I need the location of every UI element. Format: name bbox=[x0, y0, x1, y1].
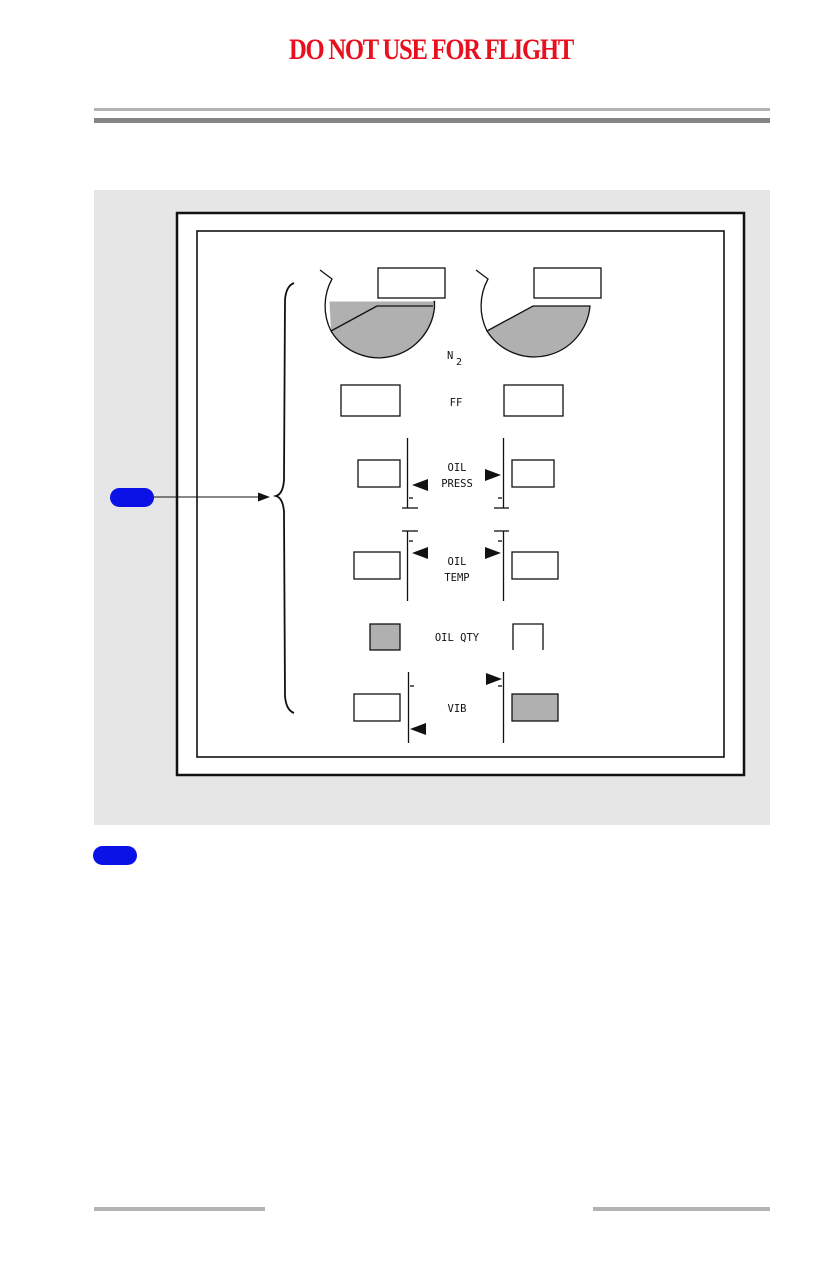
n2-readout-box-right bbox=[533, 267, 602, 299]
header-rule-thin bbox=[94, 108, 770, 111]
oil-qty-label: OIL QTY bbox=[435, 632, 480, 644]
oil-press-indicator-right bbox=[485, 438, 555, 509]
vib-indicator-right bbox=[486, 672, 559, 743]
callout-badge-figure[interactable] bbox=[110, 488, 154, 507]
vib-label: VIB bbox=[448, 703, 467, 715]
oil-temp-indicator-right bbox=[485, 530, 559, 601]
oil-press-label-line2: PRESS bbox=[441, 478, 473, 490]
do-not-use-for-flight-warning: DO NOT USE FOR FLIGHT bbox=[288, 33, 574, 66]
oil-press-label-line1: OIL bbox=[448, 462, 467, 474]
vib-indicator-left bbox=[353, 672, 426, 743]
secondary-display-brace bbox=[272, 282, 295, 714]
n2-gauge-left bbox=[319, 267, 446, 359]
oil-temp-label-line2: TEMP bbox=[444, 572, 469, 584]
ff-label: FF bbox=[450, 397, 463, 409]
callout-badge-text[interactable] bbox=[93, 846, 137, 865]
n2-readout-box-left bbox=[377, 267, 446, 299]
oil-press-indicator-left bbox=[357, 438, 428, 509]
oil-qty-box-left bbox=[369, 623, 401, 651]
n2-gauge-right bbox=[475, 267, 602, 358]
oil-temp-indicator-left bbox=[353, 530, 428, 601]
footer-rule-right bbox=[593, 1207, 770, 1211]
callout-arrowhead bbox=[258, 492, 270, 502]
oil-qty-box-right bbox=[512, 623, 544, 650]
oil-temp-label-line1: OIL bbox=[448, 556, 467, 568]
footer-rule-left bbox=[94, 1207, 265, 1211]
header-rule-thick bbox=[94, 118, 770, 123]
ff-readout-box-left bbox=[340, 384, 401, 417]
ff-readout-box-right bbox=[503, 384, 564, 417]
n2-label: N bbox=[447, 350, 453, 362]
n2-label-subscript: 2 bbox=[456, 357, 462, 368]
display-inner-frame bbox=[196, 230, 725, 758]
